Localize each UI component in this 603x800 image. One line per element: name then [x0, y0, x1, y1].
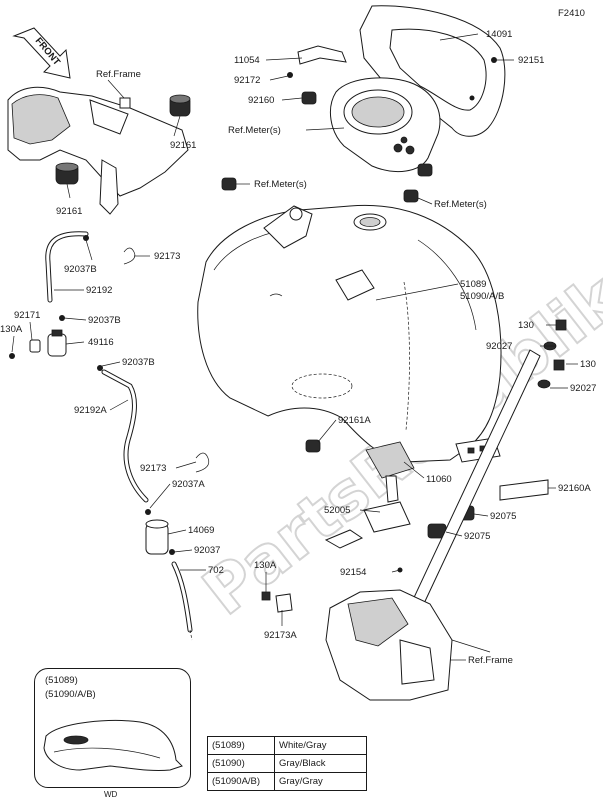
callout-92173A: 92173A	[264, 630, 297, 641]
color-row: (51090) Gray/Black	[207, 754, 367, 773]
callout-ref-meter-2: Ref.Meter(s)	[254, 179, 307, 190]
figure-code: F2410	[558, 8, 585, 19]
breather-hose-92192	[45, 231, 89, 303]
callout-51090: 51090/A/B	[460, 291, 504, 302]
rubber-mount-right	[403, 189, 419, 203]
callout-130A-left: 130A	[0, 324, 23, 335]
callout-92160A: 92160A	[558, 483, 591, 494]
callout-92172: 92172	[234, 75, 260, 86]
callout-130-1: 130	[518, 320, 534, 331]
callout-92161-top: 92161	[170, 140, 196, 151]
callout-49116: 49116	[88, 337, 114, 348]
callout-92161A: 92161A	[338, 415, 371, 426]
detail-box: (51089) (51090/A/B)	[34, 668, 191, 788]
damper-92161-left	[55, 162, 79, 185]
detail-tank-illustration	[43, 720, 183, 771]
clip-92037B-3	[97, 365, 103, 371]
callout-92037B-1: 92037B	[64, 264, 97, 275]
color-row-code: (51090A/B)	[207, 772, 275, 791]
callout-52005: 52005	[324, 505, 350, 516]
detail-box-code-51089: (51089)	[45, 675, 78, 686]
rubber-mount-left	[221, 177, 237, 191]
callout-92037A: 92037A	[172, 479, 205, 490]
callout-92161-left: 92161	[56, 206, 82, 217]
clip-92037B-2	[59, 315, 65, 321]
hose-702-end	[189, 629, 193, 641]
color-row-code: (51090)	[207, 754, 275, 773]
fuel-pump-assembly	[324, 441, 415, 573]
callout-51089: 51089	[460, 279, 486, 290]
screw-92151	[491, 57, 497, 63]
hose-92192A	[101, 369, 149, 503]
front-direction-arrow: FRONT	[12, 27, 71, 79]
callout-92173-top: 92173	[154, 251, 180, 262]
callout-92037B-3: 92037B	[122, 357, 155, 368]
pad-92160A	[499, 479, 549, 501]
callout-130A-bottom: 130A	[254, 560, 277, 571]
callout-92075-1: 92075	[490, 511, 516, 522]
canister-14069	[145, 519, 169, 555]
meter-assembly	[329, 77, 441, 177]
callout-92192A: 92192A	[74, 405, 107, 416]
frame-section-bottom	[325, 589, 491, 701]
leader-lines	[11, 33, 578, 661]
callout-92037: 92037	[194, 545, 220, 556]
color-row: (51090A/B) Gray/Gray	[207, 772, 367, 791]
grommet-92160	[301, 91, 317, 105]
callout-92151: 92151	[518, 55, 544, 66]
clamp-92173-mid	[195, 452, 210, 473]
callout-ref-meter-3: Ref.Meter(s)	[434, 199, 487, 210]
clamp-92173-top	[123, 247, 136, 265]
callout-92027-1: 92027	[486, 341, 512, 352]
valve-49116	[29, 329, 67, 357]
callout-14091: 14091	[486, 29, 512, 40]
bolt-130A-left	[9, 353, 15, 359]
color-row-color: Gray/Gray	[274, 772, 367, 791]
color-row: (51089) White/Gray	[207, 736, 367, 755]
callout-ref-meter-1: Ref.Meter(s)	[228, 125, 281, 136]
callout-14069: 14069	[188, 525, 214, 536]
bolt-130-2	[553, 359, 565, 371]
hose-702	[171, 561, 193, 633]
color-legend-table: (51089) White/Gray (51090) Gray/Black (5…	[207, 736, 367, 791]
meter-cover	[359, 5, 506, 137]
callout-702: 702	[208, 565, 224, 576]
clamp-92173A	[275, 593, 293, 613]
callout-130-2: 130	[580, 359, 596, 370]
callout-11060: 11060	[426, 474, 452, 485]
detail-box-code-51090: (51090/A/B)	[45, 689, 96, 700]
clip-92037A	[145, 509, 151, 515]
callout-92173-mid: 92173	[140, 463, 166, 474]
callout-92160: 92160	[248, 95, 274, 106]
filler-cap-area	[263, 205, 375, 301]
callout-92192: 92192	[86, 285, 112, 296]
color-row-color: Gray/Black	[274, 754, 367, 773]
bracket-11054	[287, 45, 347, 78]
callout-92075-2: 92075	[464, 531, 490, 542]
color-row-code: (51089)	[207, 736, 275, 755]
callout-92037B-2: 92037B	[88, 315, 121, 326]
callout-ref-frame-bottom: Ref.Frame	[468, 655, 513, 666]
bolt-130-1	[546, 319, 567, 331]
color-row-color: White/Gray	[274, 736, 367, 755]
clip-92037	[169, 549, 175, 555]
frame-section-top	[7, 86, 189, 215]
collar-92027-2	[537, 379, 551, 389]
callout-ref-frame-top: Ref.Frame	[96, 69, 141, 80]
damper-92161A	[305, 439, 321, 453]
callout-92171: 92171	[14, 310, 40, 321]
detail-box-caption: WD	[104, 790, 118, 799]
damper-92161-top	[169, 94, 191, 117]
bolt-130A-bottom	[261, 591, 271, 601]
callout-92027-2: 92027	[570, 383, 596, 394]
callout-92154: 92154	[340, 567, 366, 578]
callout-11054: 11054	[234, 55, 260, 66]
clip-92037B-1	[83, 235, 89, 241]
